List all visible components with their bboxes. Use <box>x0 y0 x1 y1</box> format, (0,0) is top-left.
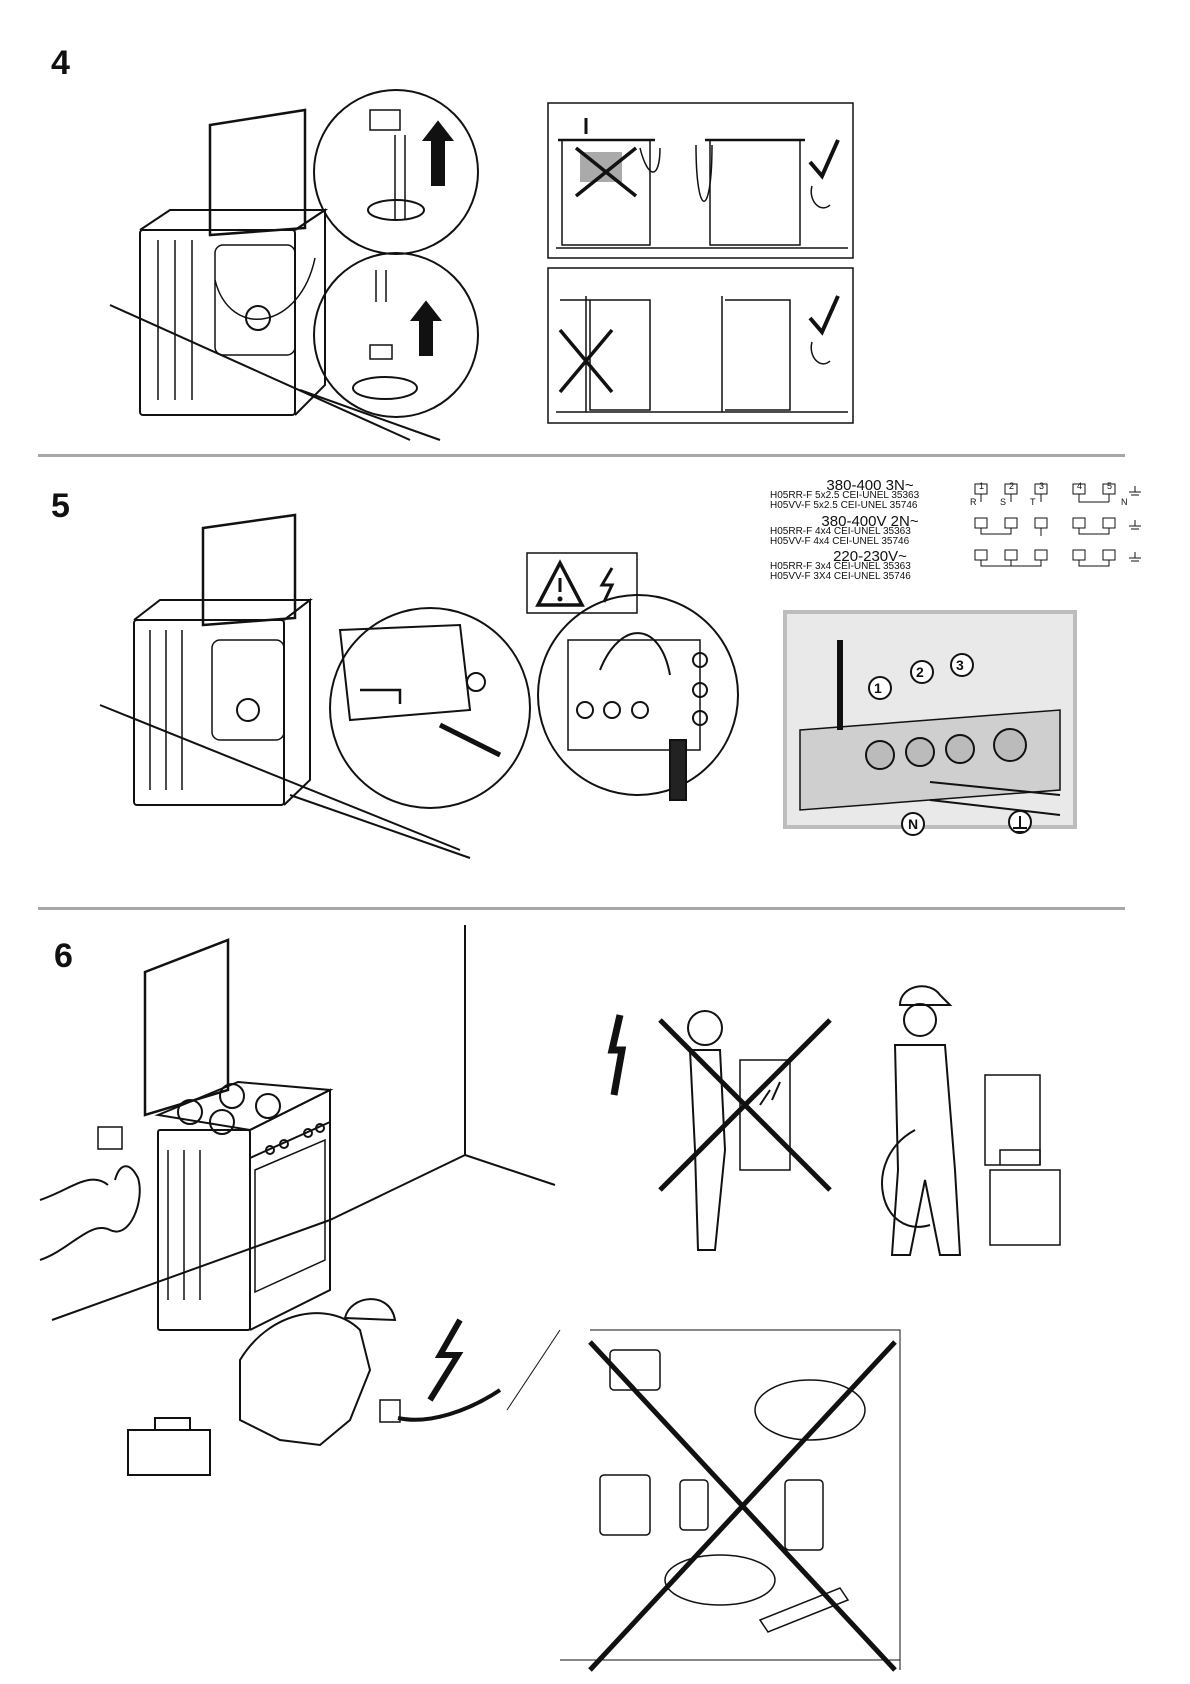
terminal-1: 1 <box>979 481 984 491</box>
callout-3: 3 <box>956 657 964 673</box>
terminal-2: 2 <box>1009 481 1014 491</box>
wiring-spec-1: 380-400 3N~ H05RR-F 5x2.5 CEI-UNEL 35363… <box>770 481 970 511</box>
wiring-cable: H05VV-F 3X4 CEI-UNEL 35746 <box>770 572 970 582</box>
wiring-spec-3: 220-230V~ H05RR-F 3x4 CEI-UNEL 35363 H05… <box>770 552 970 582</box>
terminal-label-t: T <box>1030 497 1036 507</box>
wiring-spec-2: 380-400V 2N~ H05RR-F 4x4 CEI-UNEL 35363 … <box>770 517 970 547</box>
step-6-illustration <box>0 900 1190 1680</box>
terminal-5: 5 <box>1107 481 1112 491</box>
terminal-label-r: R <box>970 497 977 507</box>
wiring-cable: H05VV-F 4x4 CEI-UNEL 35746 <box>770 537 970 547</box>
terminal-label-n: N <box>1121 497 1128 507</box>
callout-1: 1 <box>874 680 882 696</box>
callout-neutral: N <box>908 816 918 832</box>
terminal-4: 4 <box>1077 481 1082 491</box>
terminal-label-s: S <box>1000 497 1006 507</box>
wiring-cable: H05VV-F 5x2.5 CEI-UNEL 35746 <box>770 501 970 511</box>
step-4-illustration <box>0 0 1190 460</box>
callout-2: 2 <box>916 664 924 680</box>
terminal-diagrams <box>965 480 1165 590</box>
terminal-3: 3 <box>1039 481 1044 491</box>
